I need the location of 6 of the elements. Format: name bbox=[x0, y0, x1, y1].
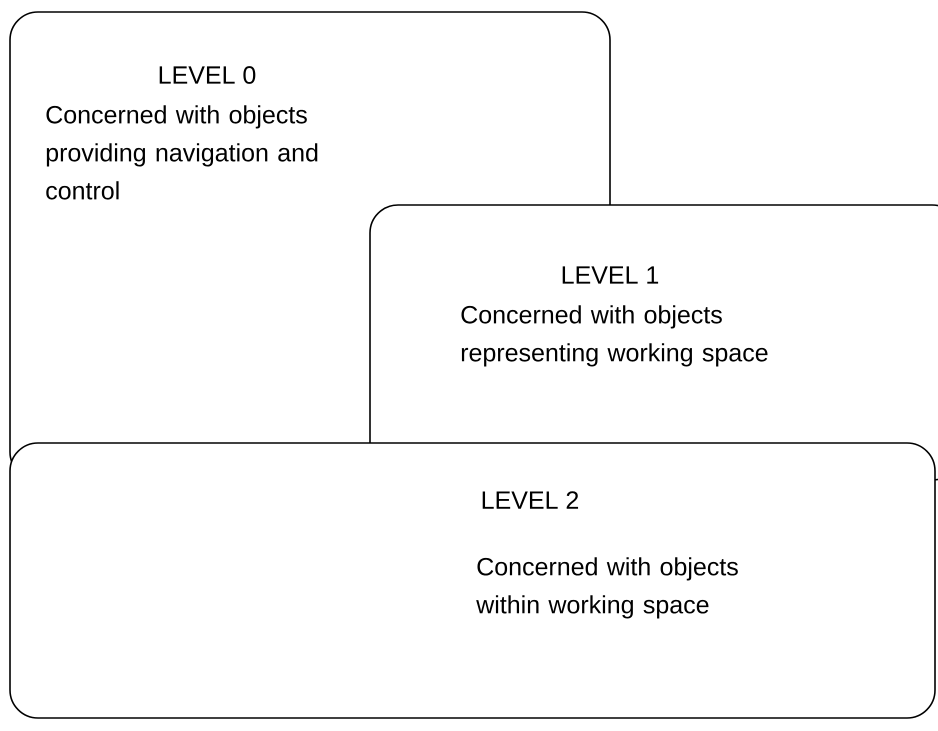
level-heading: LEVEL 1 bbox=[562, 266, 658, 284]
description-text: Concerned with objects providing navigation and control bbox=[46, 105, 318, 200]
level-heading: LEVEL 2 bbox=[482, 491, 578, 509]
description-text: Concerned with objects within working space bbox=[476, 557, 738, 618]
level-heading: LEVEL 0 bbox=[160, 66, 256, 84]
description-text: Concerned with objects representing working space bbox=[461, 305, 768, 366]
